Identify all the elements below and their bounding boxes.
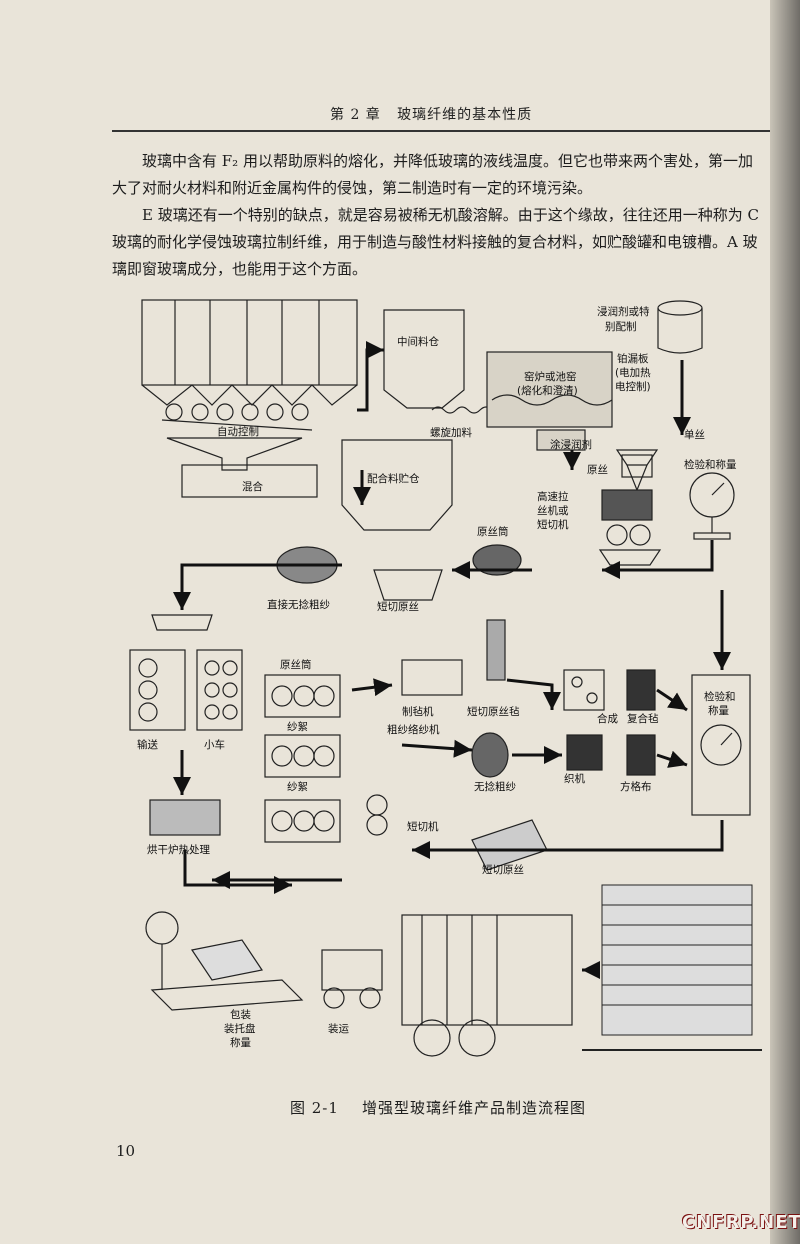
- page-number: 10: [116, 1142, 136, 1160]
- label-batch-bin: 配合料贮仓: [367, 472, 420, 485]
- header-rule: [112, 130, 770, 132]
- label-inspect-weigh-1: 检验和称量: [684, 458, 737, 471]
- strand-creels: [264, 619, 509, 843]
- label-winder-1: 高速拉: [537, 490, 569, 503]
- label-chopped-1: 短切原丝: [377, 600, 419, 613]
- label-chopper: 短切机: [407, 820, 439, 833]
- label-winder-2: 丝机或: [537, 504, 569, 517]
- composite-section: [563, 669, 656, 776]
- label-chopped-mat: 短切原丝毡: [467, 705, 520, 718]
- process-flow-diagram: 自动控制 混合 中间料仓 配合料贮仓 螺旋加料 窑炉或池窑 (熔化和澄清) 浸润…: [129, 299, 762, 1057]
- gauge-1: [689, 472, 735, 540]
- label-middle-bin: 中间料仓: [397, 335, 439, 348]
- label-mixing: 混合: [242, 480, 263, 493]
- label-trolley: 小车: [204, 738, 225, 751]
- label-furnace-2: (熔化和澄清): [517, 384, 578, 397]
- label-chopped-2: 短切原丝: [482, 863, 524, 876]
- label-strand: 原丝: [587, 464, 608, 476]
- label-pack-3: 称量: [230, 1036, 251, 1049]
- label-roving: 无捻粗纱: [474, 780, 516, 793]
- gauge-2: [691, 674, 751, 816]
- stacked-pallets: [582, 884, 762, 1051]
- conveyor-trolley: [129, 649, 243, 731]
- label-pack-1: 包装: [230, 1008, 251, 1021]
- label-pack-2: 装托盘: [224, 1022, 256, 1035]
- label-bushing-1: 铂漏板: [617, 352, 649, 365]
- label-auto-control: 自动控制: [217, 425, 259, 438]
- raw-material-silos: [141, 299, 358, 431]
- label-loom: 织机: [564, 772, 585, 785]
- sizing-tank: [657, 300, 703, 354]
- batch-bin: [341, 439, 453, 531]
- label-single-fiber: 单丝: [684, 429, 705, 441]
- running-header: 第 2 章 玻璃纤维的基本性质: [330, 104, 532, 124]
- chopper-machine: [366, 794, 548, 871]
- book-page: 第 2 章 玻璃纤维的基本性质 玻璃中含有 F₂ 用以帮助原料的熔化，并降低玻璃…: [0, 0, 782, 1244]
- watermark: CNFRP.NET: [682, 1212, 800, 1233]
- label-sizing-2: 别配制: [605, 320, 637, 333]
- chapter-number: 第 2 章: [330, 107, 381, 123]
- paragraph-2: E 玻璃还有一个特别的缺点，就是容易被稀无机酸溶解。由于这个缘故，往往还用一种称…: [112, 206, 759, 278]
- middle-bin: [383, 309, 493, 414]
- bushing-winder: [598, 449, 662, 566]
- label-screw-feed: 螺旋加料: [430, 426, 472, 439]
- forklift-truck: [321, 914, 573, 1057]
- figure-caption: 图 2-1 增强型玻璃纤维产品制造流程图: [290, 1097, 586, 1118]
- chapter-title: 玻璃纤维的基本性质: [397, 107, 533, 123]
- paragraph-1: 玻璃中含有 F₂ 用以帮助原料的熔化，并降低玻璃的液线温度。但它也带来两个害处，…: [112, 152, 753, 197]
- book-spine-shadow: [770, 0, 800, 1244]
- drying-oven: [149, 799, 221, 836]
- label-mat-machine: 制毡机: [402, 705, 434, 718]
- label-woven-roving: 方格布: [620, 780, 652, 793]
- label-strand-bundle-2: 纱絮: [287, 780, 308, 793]
- label-cake-2: 原丝筒: [280, 658, 312, 671]
- label-bushing-2: (电加热: [615, 366, 651, 379]
- label-direct-roving: 直接无捻粗纱: [267, 598, 330, 611]
- label-oven: 烘干炉热处理: [147, 843, 210, 856]
- label-sizing-1: 浸润剂或特: [597, 305, 650, 318]
- flow-arrows: [173, 341, 731, 979]
- label-bushing-3: 电控制): [615, 380, 651, 393]
- label-strand-bundle-1: 纱絮: [287, 720, 308, 733]
- label-furnace-1: 窑炉或池窑: [524, 370, 577, 383]
- label-transport: 装运: [328, 1022, 349, 1035]
- furnace: [486, 351, 613, 451]
- label-composite-mat: 复合毡: [627, 712, 659, 725]
- mixing-hopper: [166, 437, 318, 498]
- label-conveyor: 输送: [137, 738, 158, 751]
- label-coating: 涂浸润剂: [550, 438, 592, 451]
- label-roving-winder: 粗纱络纱机: [387, 723, 440, 736]
- caption-number: 图 2-1: [290, 1099, 339, 1117]
- label-cake: 原丝筒: [477, 525, 509, 538]
- label-combine: 合成: [597, 712, 618, 725]
- caption-text: 增强型玻璃纤维产品制造流程图: [362, 1099, 587, 1117]
- packing-scale: [145, 911, 304, 1011]
- label-inspect-weigh-2b: 称量: [708, 704, 729, 717]
- label-winder-3: 短切机: [537, 518, 569, 531]
- label-inspect-weigh-2a: 检验和: [704, 690, 736, 703]
- chopped-strand-bin: [151, 569, 443, 631]
